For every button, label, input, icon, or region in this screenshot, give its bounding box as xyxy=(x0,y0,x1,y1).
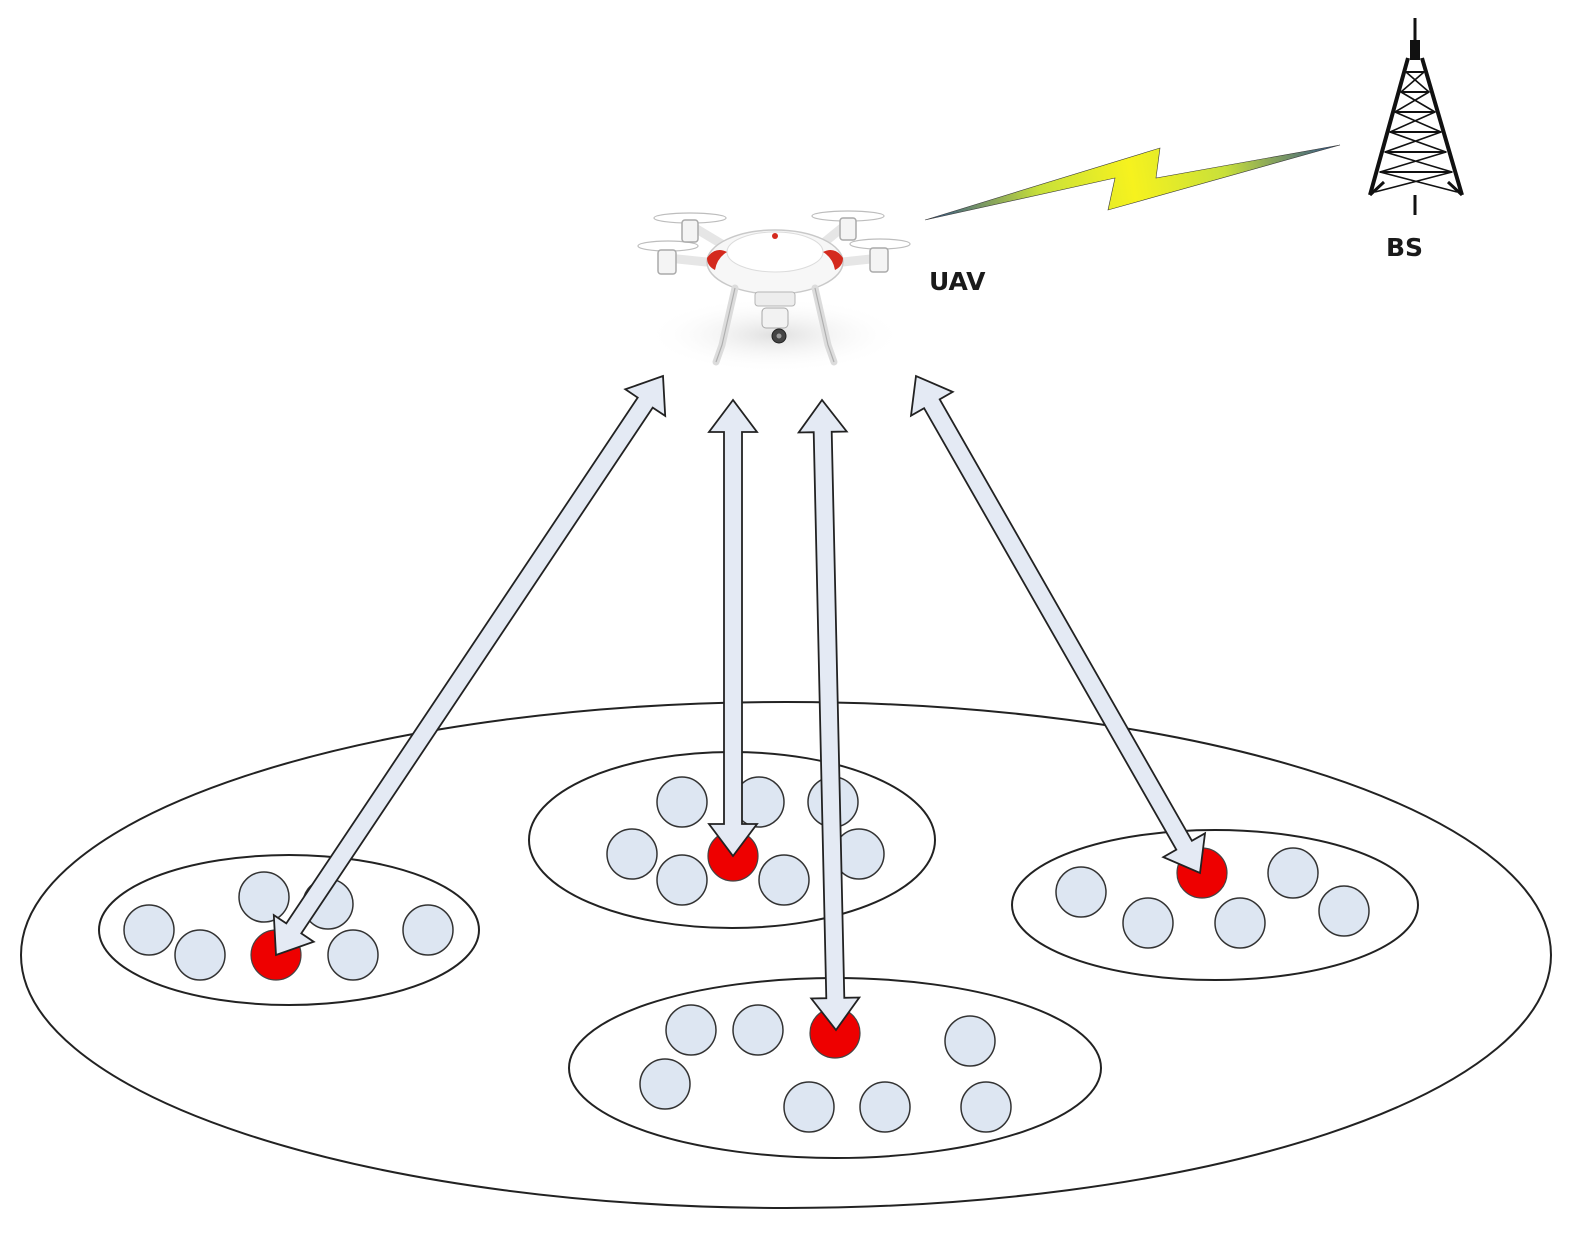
arrow-uav-top-center-cluster xyxy=(707,398,759,858)
arrow-uav-left-cluster xyxy=(272,374,667,957)
member-node xyxy=(1318,885,1370,937)
member-node xyxy=(665,1004,717,1056)
member-node xyxy=(238,871,290,923)
bs-label: BS xyxy=(1386,233,1423,262)
member-node xyxy=(327,929,379,981)
member-node xyxy=(1055,866,1107,918)
member-node xyxy=(174,929,226,981)
cluster-ellipse-right xyxy=(1011,829,1419,981)
quadcopter-drone-icon xyxy=(637,210,911,373)
arrow-uav-right-cluster xyxy=(909,374,1207,875)
coverage-area-ellipse xyxy=(20,701,1552,1209)
cluster-ellipse-left xyxy=(98,854,480,1006)
uav-label: UAV xyxy=(929,267,986,296)
member-nodes xyxy=(123,776,1370,1133)
member-node xyxy=(960,1081,1012,1133)
wireless-link-bolt xyxy=(924,144,1341,221)
member-node xyxy=(758,854,810,906)
member-node xyxy=(656,854,708,906)
member-node xyxy=(1214,897,1266,949)
member-node xyxy=(944,1015,996,1067)
member-node xyxy=(606,828,658,880)
member-node xyxy=(1122,897,1174,949)
member-node xyxy=(1267,847,1319,899)
member-node xyxy=(732,1004,784,1056)
uav-link-arrows xyxy=(272,374,1207,1032)
member-node xyxy=(639,1058,691,1110)
lattice-tower-icon xyxy=(1368,18,1464,215)
member-node xyxy=(783,1081,835,1133)
member-node xyxy=(859,1081,911,1133)
arrow-uav-bottom-center-cluster xyxy=(796,398,862,1032)
member-node xyxy=(123,904,175,956)
member-node xyxy=(402,904,454,956)
member-node xyxy=(656,776,708,828)
